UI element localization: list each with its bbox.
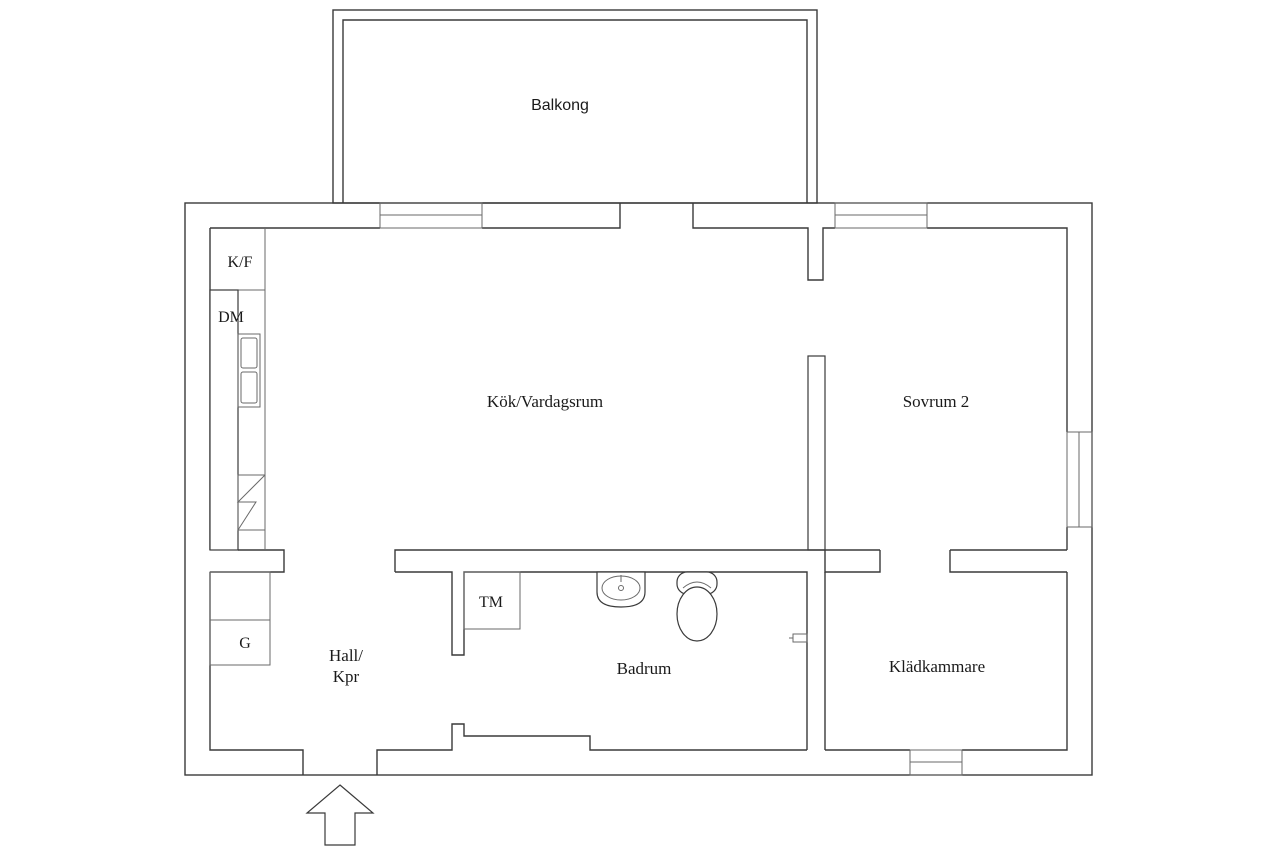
windows [379, 202, 1093, 776]
inner-wall-top-mid [482, 203, 621, 229]
room-label-kitchen-living: Kök/Vardagsrum [487, 392, 603, 411]
wall-living-bedroom [807, 355, 826, 551]
fixture-label-dishwasher: DM [218, 309, 244, 326]
outer-wall-outline [184, 202, 1093, 776]
hall-wardrobe [209, 571, 271, 666]
inner-wall-bottom-mid [376, 723, 807, 775]
room-label-bathroom: Badrum [617, 659, 672, 678]
wall-bathroom [395, 571, 808, 750]
balcony-inner-railing [342, 19, 808, 203]
counter-top [209, 289, 239, 551]
inner-wall-top-right [692, 203, 835, 281]
sink-bowl-1 [240, 337, 258, 369]
interior-walls [210, 355, 1067, 750]
wall-kitchen-hall-stub [238, 549, 285, 573]
room-label-balcony: Balkong [531, 97, 589, 114]
toilet-bowl [676, 586, 718, 642]
wall-living-bath-top [394, 549, 880, 572]
fixture-label-wardrobe: G [239, 635, 251, 652]
inner-wall-left-lower [209, 572, 304, 775]
inner-wall-top-far-right [927, 227, 1068, 432]
inner-wall-bottom-far-right [962, 572, 1068, 751]
outer-walls [184, 202, 1093, 776]
room-label-walk-in-closet: Klädkammare [889, 657, 985, 676]
room-label-hall-line1: Hall/ [329, 646, 363, 665]
room-label-hall-line2: Kpr [333, 667, 360, 686]
room-label-bedroom: Sovrum 2 [903, 392, 970, 411]
wardrobe-lower [209, 619, 271, 666]
fixture-label-fridge-freezer: K/F [228, 254, 253, 271]
sink-bowl-2 [240, 371, 258, 404]
washing-machine-box [463, 571, 521, 630]
fixture-label-washing-machine: TM [479, 594, 503, 611]
washbasin [596, 571, 646, 608]
wardrobe-upper [209, 571, 271, 621]
stove-symbol [236, 474, 266, 531]
wall-bedroom-closet [949, 550, 1067, 573]
bathroom-fixtures [463, 571, 808, 643]
towel-heater [792, 633, 808, 643]
kitchen-counter [209, 228, 266, 551]
sink-outline [237, 333, 261, 408]
entrance-arrow [305, 784, 375, 846]
